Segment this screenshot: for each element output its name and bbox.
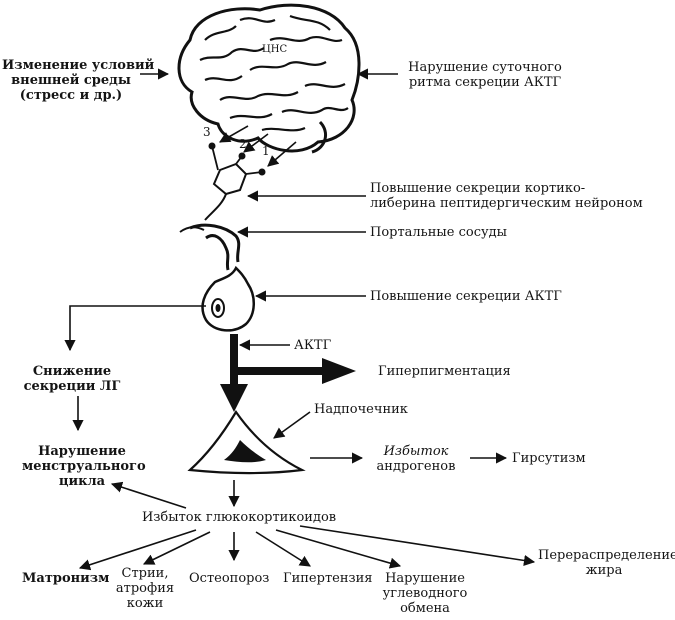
thick-arrow-to-adrenal: [220, 384, 248, 412]
label-rhythm: Нарушение суточного ритма секреции АКТГ: [408, 60, 562, 90]
neuron-number-1: 1: [262, 144, 270, 158]
label-hypertension: Гипертензия: [283, 571, 373, 586]
label-carb: Нарушение углеводного обмена: [382, 571, 468, 616]
brain-icon: [177, 3, 361, 154]
thick-arrow-to-hyperpigmentation: [322, 358, 356, 384]
arrow-neuron-2: [243, 133, 269, 153]
thick-arrows: [220, 334, 356, 412]
label-osteoporosis: Остеопороз: [189, 571, 270, 586]
arrow-neuron-3: [219, 125, 249, 143]
arrow-to-carb: [275, 529, 402, 569]
arrow-to-matronism: [78, 529, 197, 571]
label-lh-down: Снижение секреции ЛГ: [23, 364, 121, 394]
label-menstrual: Нарушение менструального цикла: [22, 444, 146, 489]
arrow-to-menstrual: [110, 481, 187, 509]
pituitary-cell-icon: [201, 265, 255, 332]
brain-label: ЦНС: [262, 44, 288, 55]
label-hyperpigmentation: Гиперпигментация: [378, 364, 511, 379]
label-crh: Повышение секреции кортико- либерина пеп…: [370, 181, 643, 211]
label-portal: Портальные сосуды: [370, 225, 507, 240]
label-striae: Стрии, атрофия кожи: [115, 566, 175, 611]
neuron-number-3: 3: [203, 125, 211, 139]
neuron-icon: [204, 142, 266, 221]
label-env-change: Изменение условий внешней среды (стресс …: [2, 58, 155, 103]
adrenal-gland-icon: [187, 409, 306, 475]
line-to-lh: [64, 305, 206, 352]
arrow-neuron-1: [267, 141, 297, 167]
label-adrenal: Надпочечник: [314, 402, 408, 417]
arrow-to-striae: [142, 531, 211, 565]
label-matronism: Матронизм: [22, 571, 110, 586]
arrow-adrenal-label: [273, 411, 311, 439]
portal-vessels-icon: [179, 223, 241, 271]
arrow-to-fat: [299, 525, 536, 567]
label-hirsutism: Гирсутизм: [512, 451, 586, 466]
label-androgen-excess: Избыток андрогенов: [376, 444, 456, 474]
label-glucocorticoid-excess: Избыток глюкокортикоидов: [142, 510, 337, 525]
label-acth: АКТГ: [294, 338, 332, 353]
arrow-to-hypertension: [255, 531, 311, 567]
arrows: [64, 68, 536, 571]
neuron-number-2: 2: [239, 137, 247, 151]
label-acth-up: Повышение секреции АКТГ: [370, 289, 562, 304]
label-fat: Перераспределение жира: [538, 548, 675, 578]
